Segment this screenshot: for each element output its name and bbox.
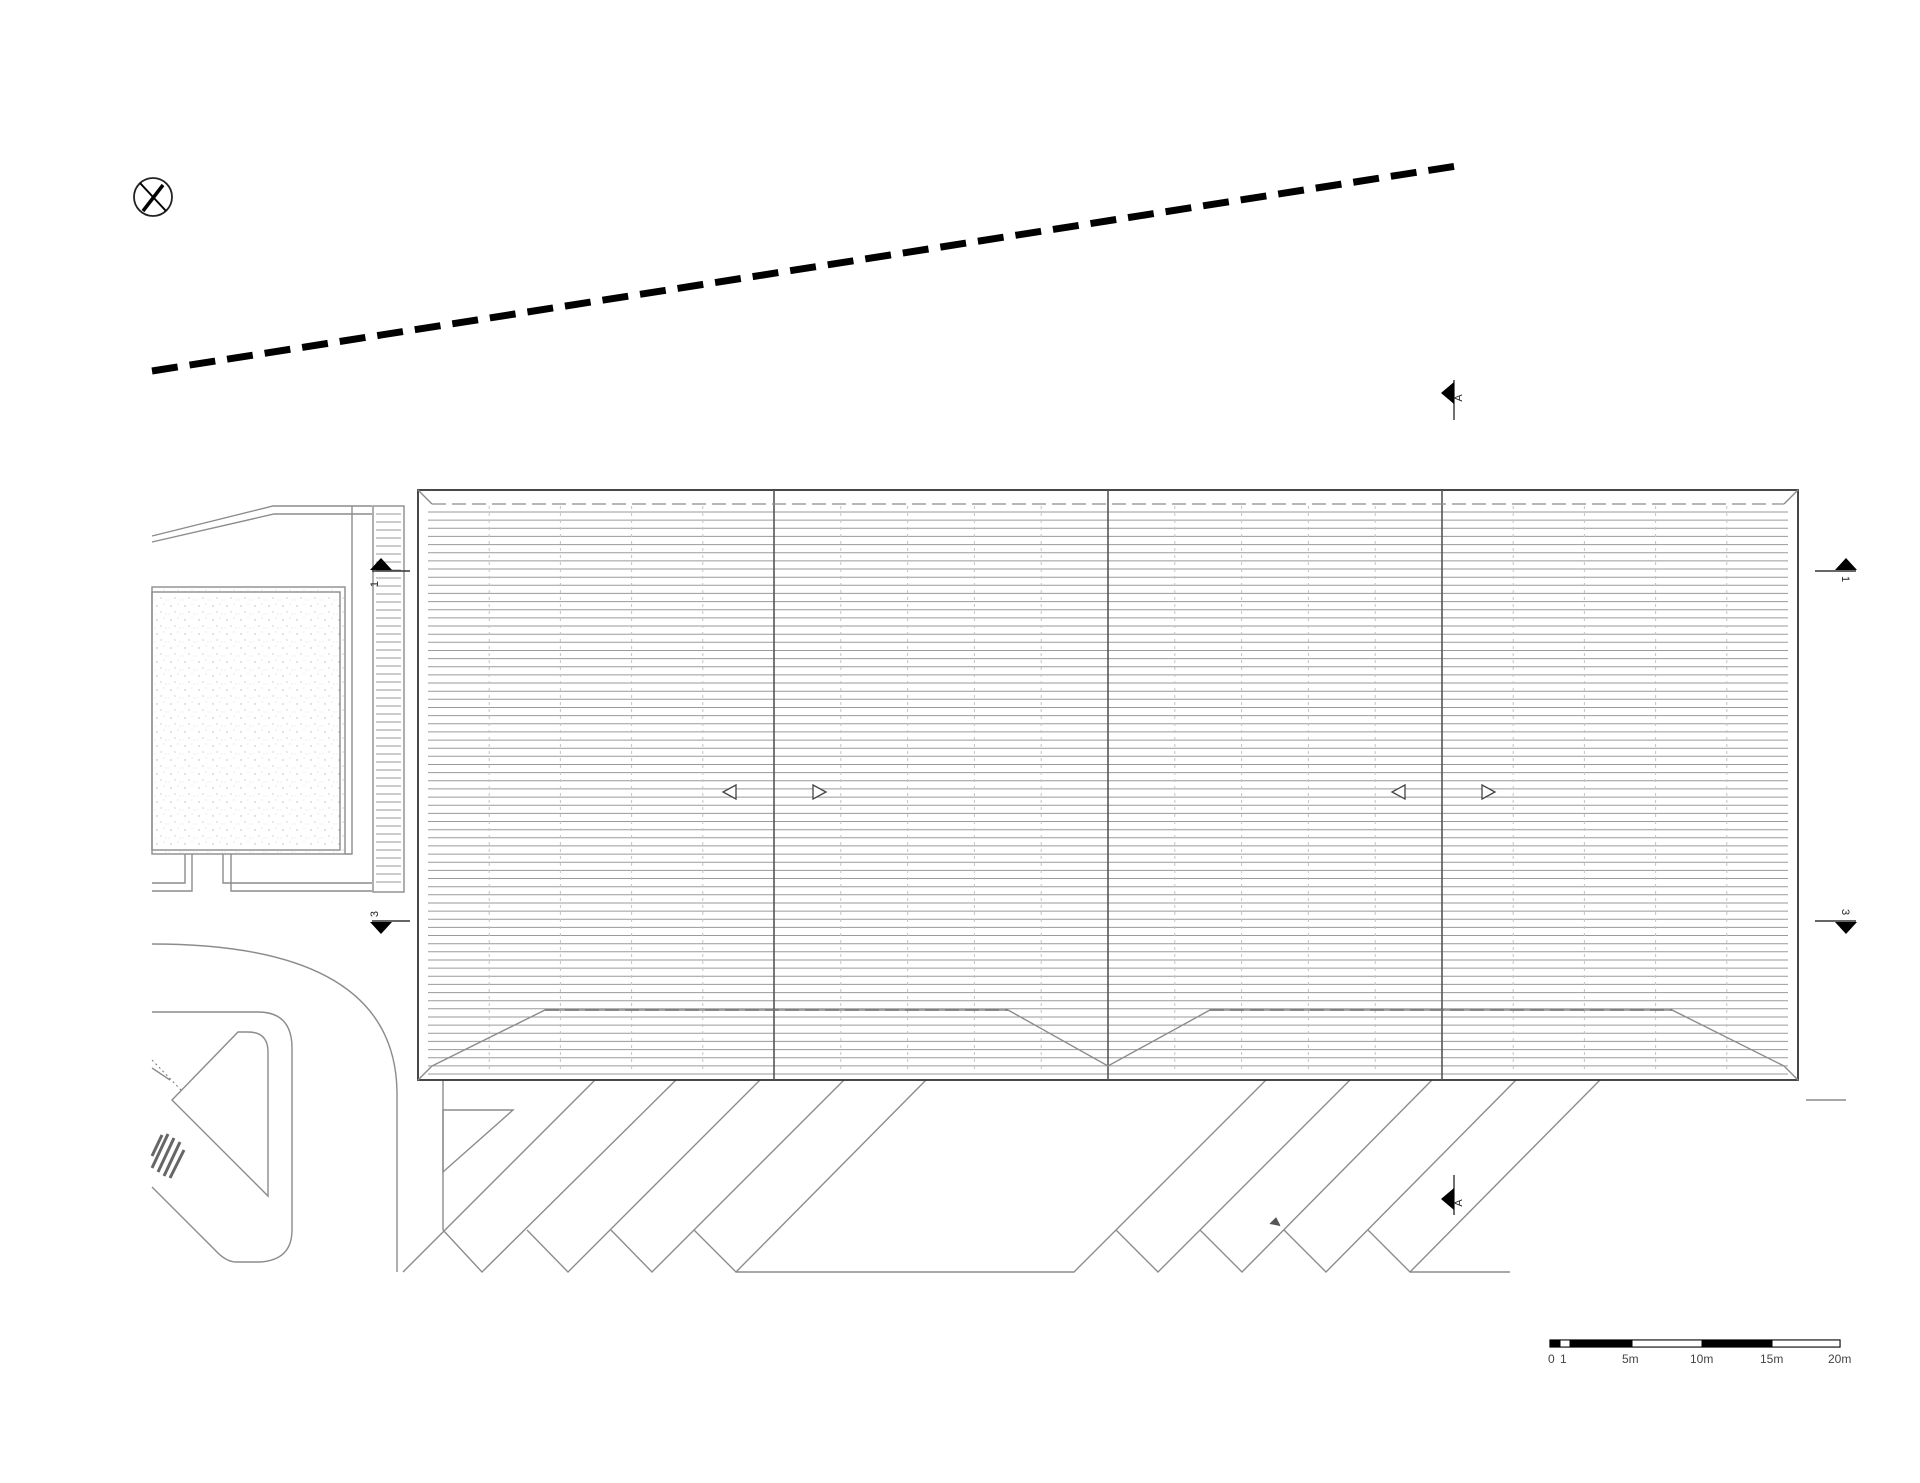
roof-plan — [417, 489, 1799, 1081]
scale-label: 1 — [1560, 1352, 1567, 1366]
site-left-features — [151, 505, 405, 893]
slope-arrow-left-icon — [721, 783, 737, 801]
section-label: A — [1453, 1199, 1465, 1207]
north-arrow-icon — [133, 177, 173, 217]
roof-valleys — [431, 1009, 1785, 1067]
section-label: 1 — [1839, 576, 1851, 582]
property-boundary-line — [151, 161, 1464, 375]
planting-bed — [151, 586, 346, 855]
scale-bar: 0 1 5m 10m 15m 20m — [1548, 1339, 1851, 1366]
slope-arrows — [721, 783, 1497, 801]
section-label: A — [1453, 394, 1465, 402]
slope-arrow-right-icon — [1481, 783, 1497, 801]
scale-label: 0 — [1548, 1352, 1555, 1366]
section-label: 3 — [1839, 909, 1851, 915]
scale-label: 5m — [1622, 1352, 1639, 1366]
entry-steps — [376, 513, 401, 883]
hatch-marking — [150, 1133, 186, 1179]
section-marker-1-right: 1 — [1815, 558, 1857, 582]
roadway — [150, 943, 398, 1272]
parking-bays — [402, 1079, 1846, 1274]
slope-arrow-left-icon — [1390, 783, 1406, 801]
section-marker-a-bottom: A — [1441, 1175, 1465, 1215]
scale-label: 15m — [1760, 1352, 1783, 1366]
section-marker-3-right: 3 — [1815, 909, 1857, 934]
section-label: 1 — [369, 581, 381, 587]
section-label: 3 — [369, 911, 381, 917]
slope-arrow-right-icon — [812, 783, 828, 801]
section-marker-1-left: 1 — [369, 558, 410, 587]
section-marker-a-top: A — [1441, 380, 1465, 420]
section-marker-3-left: 3 — [369, 911, 410, 934]
scale-label: 10m — [1690, 1352, 1713, 1366]
scale-label: 20m — [1828, 1352, 1851, 1366]
